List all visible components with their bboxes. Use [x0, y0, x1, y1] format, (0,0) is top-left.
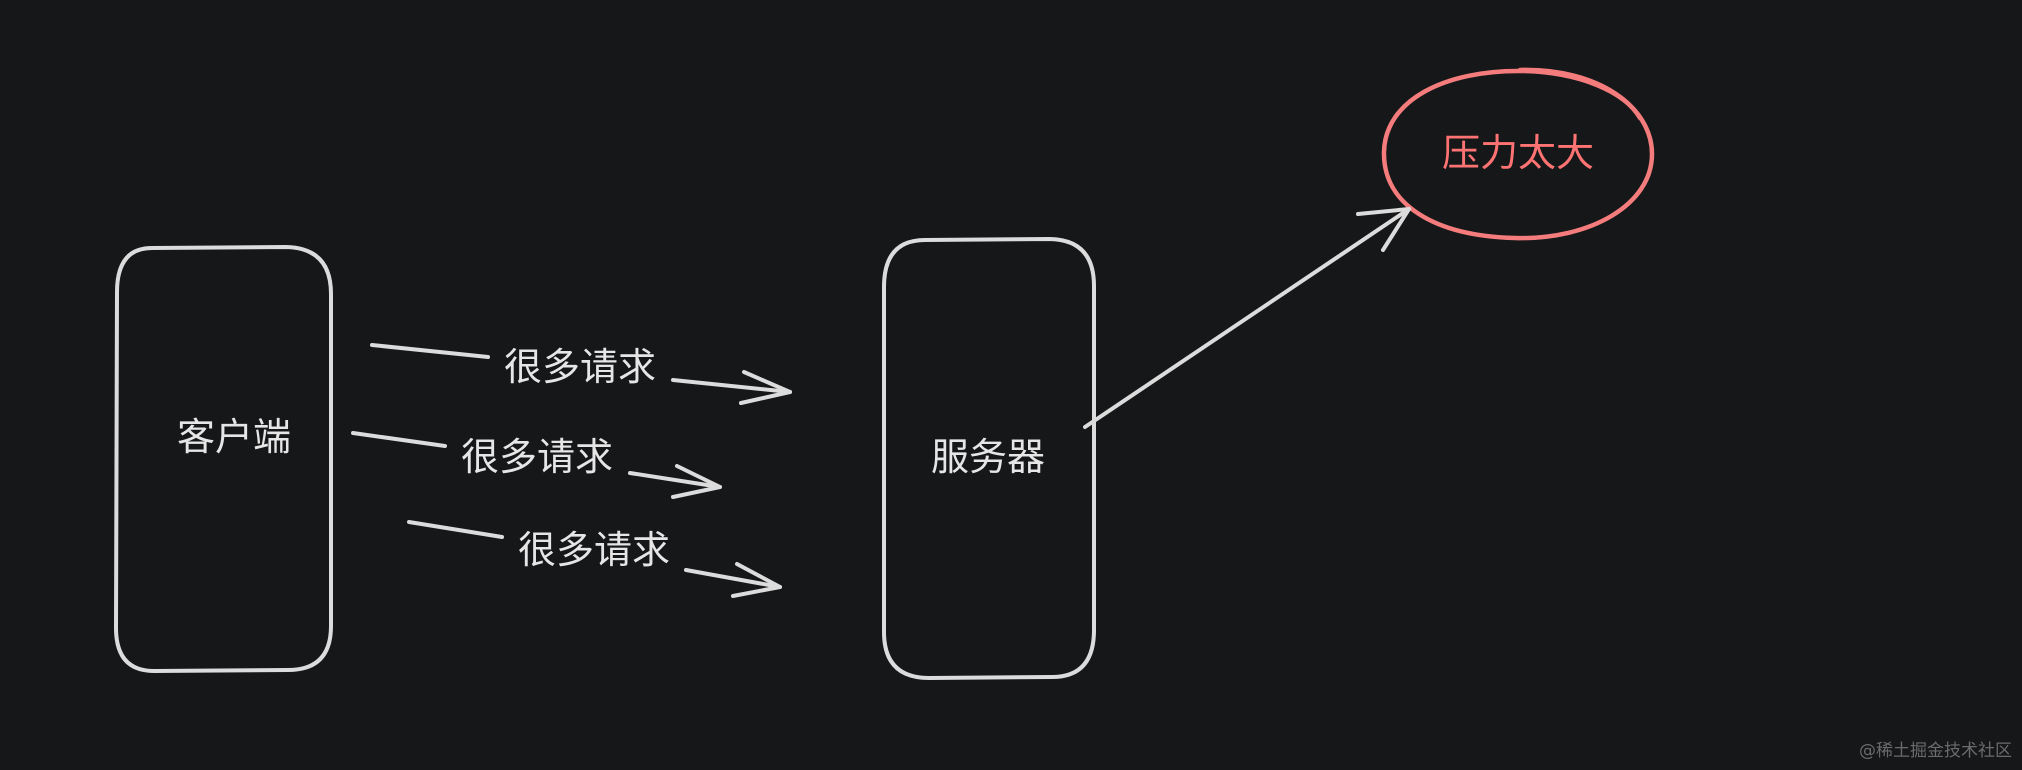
server-pressure-line [1083, 207, 1411, 429]
edge-request-1: 很多请求 [370, 343, 792, 405]
server-node: 服务器 [882, 237, 1096, 680]
edge-1-line-end [671, 378, 792, 394]
edge-request-3: 很多请求 [407, 520, 782, 598]
edge-3-label: 很多请求 [518, 528, 670, 572]
server-pressure-arrowhead [1356, 207, 1411, 252]
edge-3-arrowhead [731, 562, 782, 598]
pressure-node: 压力太大 [1381, 67, 1655, 241]
client-node: 客户端 [114, 245, 333, 673]
edge-2-label: 很多请求 [461, 435, 613, 479]
edge-1-label: 很多请求 [504, 345, 656, 389]
edge-1-line-start [370, 343, 490, 359]
client-label: 客户端 [177, 415, 291, 459]
client-box [114, 245, 333, 673]
edge-1-arrowhead [739, 370, 792, 405]
edge-server-pressure [1083, 207, 1411, 429]
pressure-label: 压力太大 [1442, 131, 1594, 175]
edge-2-line-end [628, 471, 722, 489]
edge-3-line-end [684, 568, 782, 589]
server-box [882, 237, 1096, 680]
watermark-text: @稀土掘金技术社区 [1859, 741, 2012, 761]
edge-3-line-start [407, 520, 504, 539]
server-label: 服务器 [931, 435, 1045, 479]
edge-request-2: 很多请求 [351, 431, 722, 499]
edge-2-arrowhead [671, 464, 722, 499]
pressure-ellipse [1381, 67, 1655, 241]
edge-2-line-start [351, 431, 447, 448]
